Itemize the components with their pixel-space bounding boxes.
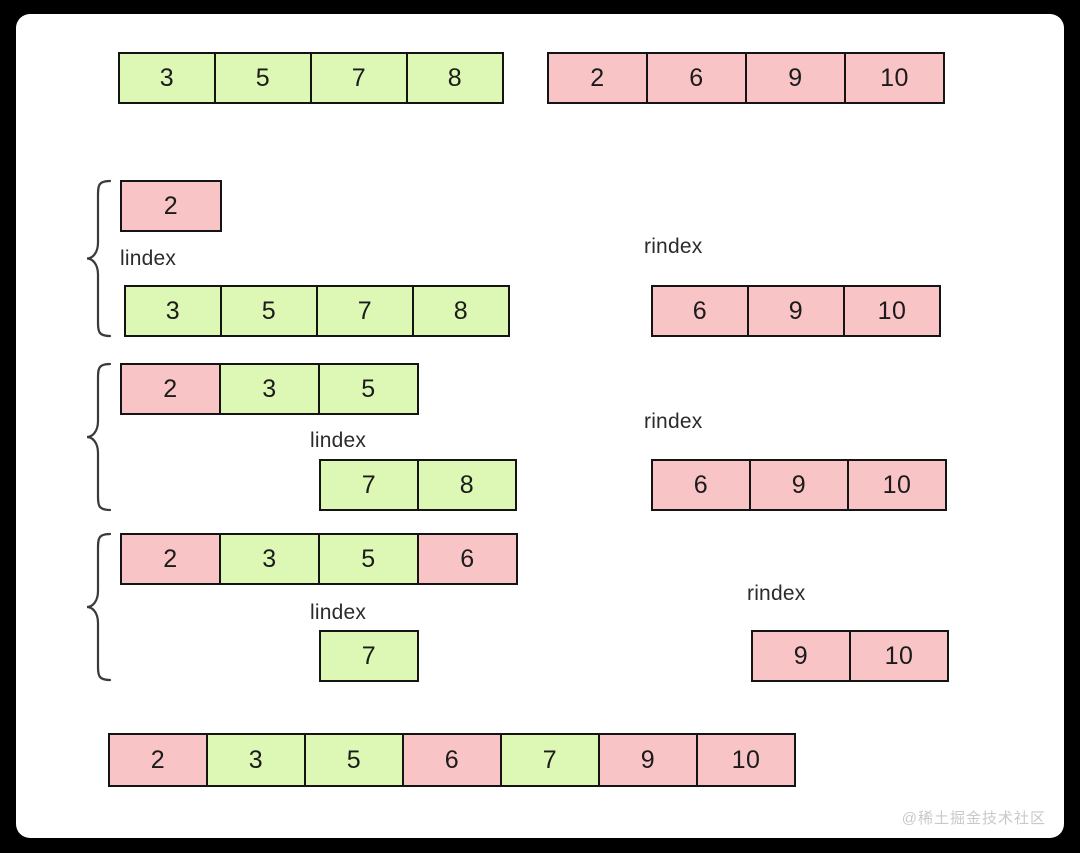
array-cell: 8: [417, 459, 517, 511]
array-cell: 6: [402, 733, 502, 787]
array-cell: 2: [120, 180, 222, 232]
lindex-label-step-1: lindex: [120, 247, 177, 270]
watermark-label: @稀土掘金技术社区: [901, 810, 1046, 827]
rindex-label-step-1: rindex: [644, 235, 703, 258]
array-cell: 2: [120, 363, 221, 415]
array-cell: 10: [696, 733, 796, 787]
array-cell: 3: [124, 285, 222, 337]
array-cell: 7: [319, 630, 419, 682]
array-cell: 7: [500, 733, 600, 787]
array-cell: 9: [598, 733, 698, 787]
rindex-label-step-2: rindex: [644, 410, 703, 433]
array-cell: 9: [747, 285, 845, 337]
array-cell: 7: [310, 52, 408, 104]
step1-merged-left: 2: [120, 180, 222, 232]
array-cell: 9: [749, 459, 849, 511]
array-cell: 3: [219, 533, 320, 585]
brace-step-2: [86, 362, 112, 512]
rindex-label-step-3: rindex: [747, 582, 806, 605]
array-cell: 8: [406, 52, 504, 104]
array-cell: 8: [412, 285, 510, 337]
array-cell: 10: [847, 459, 947, 511]
array-cell: 3: [206, 733, 306, 787]
array-cell: 2: [120, 533, 221, 585]
array-cell: 6: [646, 52, 747, 104]
array-cell: 5: [214, 52, 312, 104]
array-cell: 3: [219, 363, 320, 415]
array-cell: 5: [318, 533, 419, 585]
brace-step-3: [86, 532, 112, 682]
lindex-label-step-2: lindex: [310, 429, 367, 452]
brace-step-1: [86, 179, 112, 338]
step3-remaining-left: 7: [319, 630, 419, 682]
array-cell: 9: [751, 630, 851, 682]
array-cell: 5: [304, 733, 404, 787]
lindex-label-step-3: lindex: [310, 601, 367, 624]
array-cell: 7: [319, 459, 419, 511]
array-cell: 10: [843, 285, 941, 337]
array-cell: 5: [220, 285, 318, 337]
array-cell: 3: [118, 52, 216, 104]
array-cell: 9: [745, 52, 846, 104]
array-cell: 2: [108, 733, 208, 787]
array-cell: 6: [651, 285, 749, 337]
array-cell: 6: [417, 533, 518, 585]
array-cell: 10: [844, 52, 945, 104]
array-cell: 2: [547, 52, 648, 104]
array-cell: 10: [849, 630, 949, 682]
array-cell: 5: [318, 363, 419, 415]
array-cell: 6: [651, 459, 751, 511]
array-cell: 7: [316, 285, 414, 337]
